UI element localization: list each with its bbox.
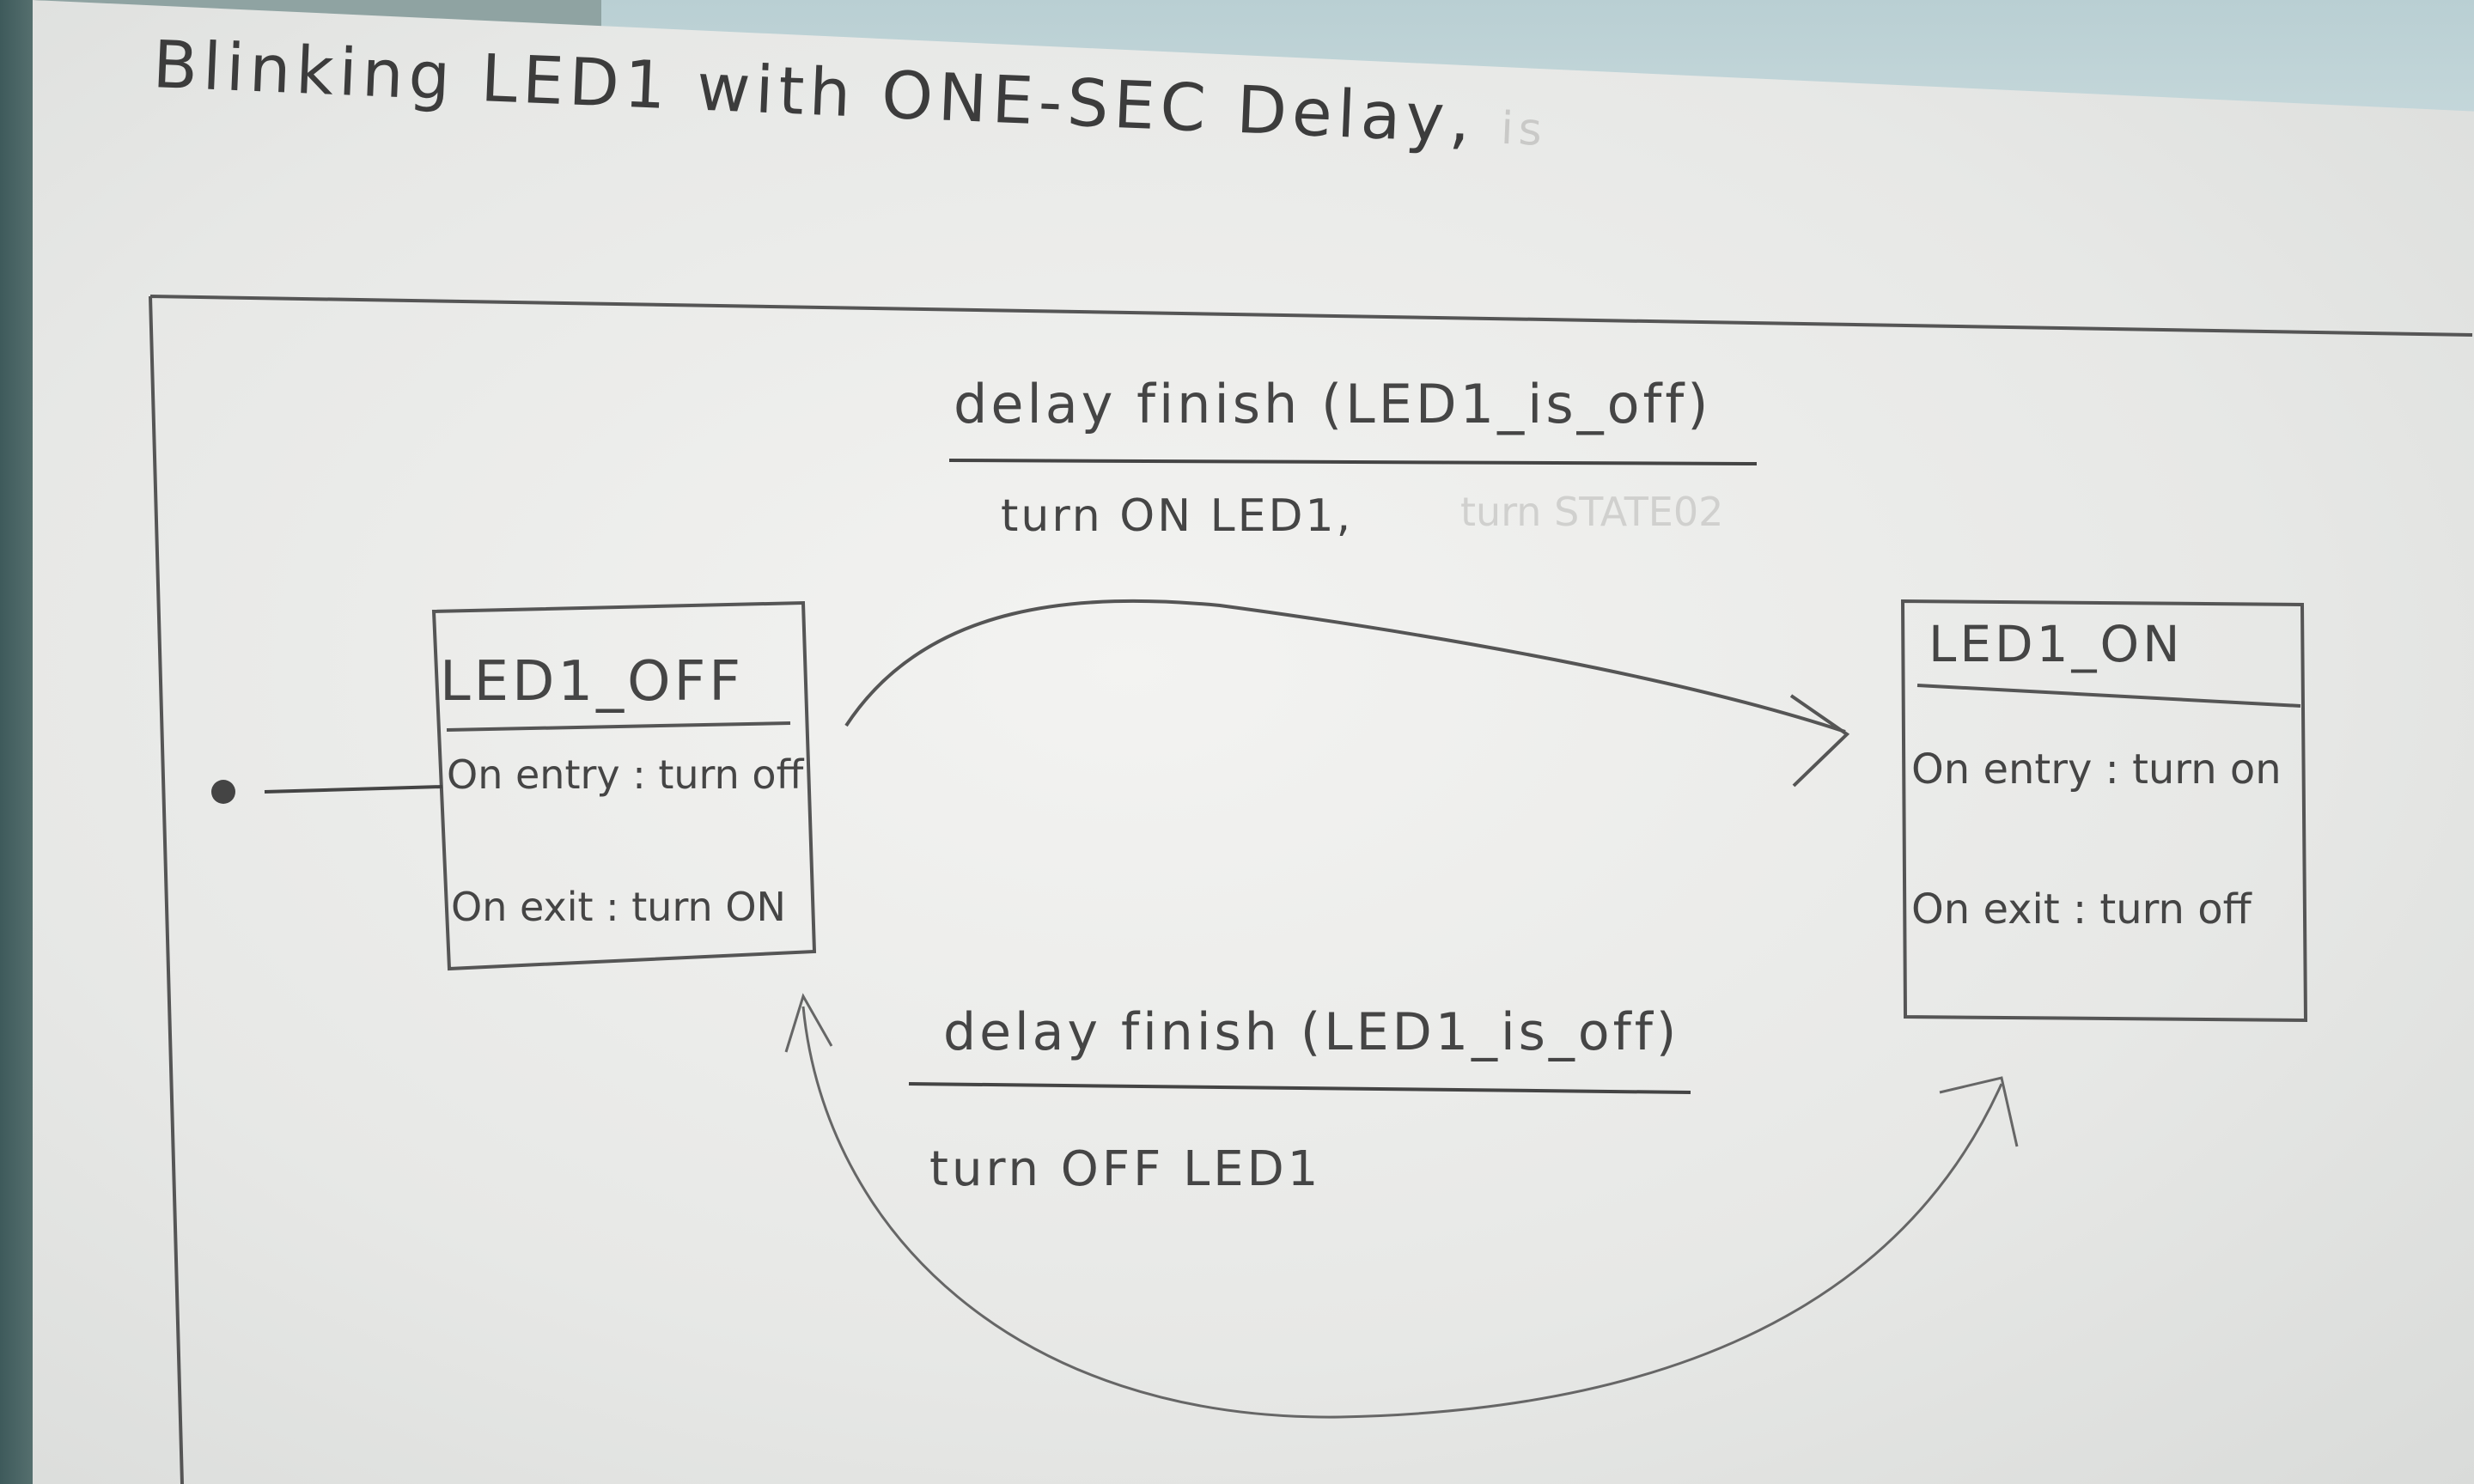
top-transition-erased: turn STATE02 — [1460, 489, 1723, 535]
initial-transition-arrow — [264, 785, 443, 794]
top-transition-trigger: delay finish (LED1_is_off) — [954, 373, 1711, 435]
state-led1-on: LED1_ON On entry : turn on On exit : tur… — [1900, 599, 2308, 1023]
transition-on-to-off-arrow — [801, 1006, 2003, 1419]
state-led1-on-entry: On entry : turn on — [1911, 745, 2282, 794]
bottom-transition-divider — [908, 1082, 1691, 1094]
state-led1-on-name: LED1_ON — [1929, 615, 2184, 673]
transition-on-to-off-arrowhead-right — [1939, 1076, 2019, 1147]
state-led1-on-exit: On exit : turn off — [1911, 885, 2252, 934]
bottom-transition-action: turn OFF LED1 — [929, 1141, 1321, 1197]
state-led1-on-border — [1900, 599, 2308, 1023]
bottom-transition-trigger: delay finish (LED1_is_off) — [943, 1002, 1679, 1062]
transition-on-to-off-arrowhead-left — [784, 993, 833, 1053]
initial-state-dot — [211, 780, 235, 804]
transition-off-to-on-arrow — [844, 599, 1846, 733]
top-transition-action: turn ON LED1, — [1001, 490, 1353, 542]
top-transition-divider — [948, 459, 1758, 465]
transition-off-to-on-arrowhead — [1789, 694, 1850, 788]
state-led1-off-border — [431, 600, 817, 971]
state-led1-off: LED1_OFF On entry : turn off On exit : t… — [431, 600, 817, 971]
state-led1-on-divider — [1916, 684, 2301, 708]
state-led1-off-divider — [446, 721, 791, 732]
diagram-frame — [149, 295, 2473, 1484]
state-led1-off-name: LED1_OFF — [440, 650, 744, 714]
state-led1-off-entry: On entry : turn off — [447, 751, 805, 798]
state-led1-off-exit: On exit : turn ON — [451, 884, 786, 930]
